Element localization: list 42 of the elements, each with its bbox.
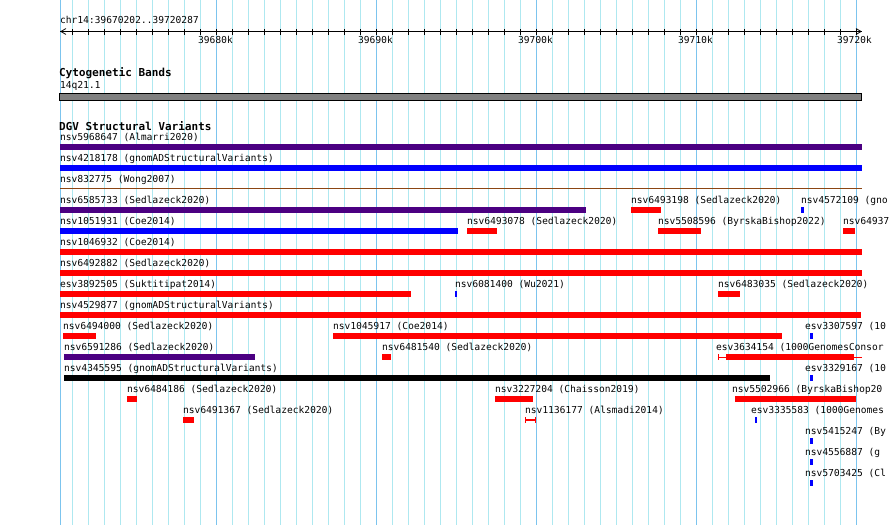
variant-label: esv3335583 (1000Genomes xyxy=(751,405,884,417)
variant-label: nsv6492882 (Sedlazeck2020) xyxy=(60,258,210,270)
variant-label: nsv5508596 (ByrskaBishop2022) xyxy=(658,216,826,228)
variant-label: nsv6484186 (Sedlazeck2020) xyxy=(127,384,278,396)
band-label: 14q21.1 xyxy=(60,80,100,92)
variant-label: nsv64937 xyxy=(843,216,890,228)
tick-label: 39700k xyxy=(518,35,553,47)
variant-label: esv3329167 (10 xyxy=(805,363,886,375)
variant-label: esv3307597 (10 xyxy=(805,321,886,333)
variant-label: nsv5502966 (ByrskaBishop20 xyxy=(732,384,882,396)
variant-label: nsv6481540 (Sedlazeck2020) xyxy=(382,342,532,354)
tick-label: 39710k xyxy=(678,35,713,47)
variant-label: nsv1045917 (Coe2014) xyxy=(333,321,449,333)
variant-label: esv3892505 (Suktitipat2014) xyxy=(60,279,216,291)
variant-label: esv3634154 (1000GenomesConsor xyxy=(716,342,884,354)
variant-label: nsv6493198 (Sedlazeck2020) xyxy=(631,195,782,207)
variant-label: nsv6493078 (Sedlazeck2020) xyxy=(467,216,618,228)
variant-label: nsv6494000 (Sedlazeck2020) xyxy=(63,321,214,333)
tick-label: 39680k xyxy=(198,35,233,47)
coordinate-label: chr14:39670202..39720287 xyxy=(60,15,199,27)
variant-label: nsv5415247 (By xyxy=(805,426,886,438)
variant-label: nsv6491367 (Sedlazeck2020) xyxy=(183,405,334,417)
variant-label: nsv4529877 (gnomADStructuralVariants) xyxy=(60,300,274,312)
variant-label: nsv6585733 (Sedlazeck2020) xyxy=(60,195,210,207)
variant-label: nsv4572109 (gno xyxy=(801,195,888,207)
variant-label: nsv5703425 (Cl xyxy=(805,468,886,480)
variant-label: nsv832775 (Wong2007) xyxy=(60,174,176,186)
variant-label: nsv1051931 (Coe2014) xyxy=(60,216,176,228)
track-title: Cytogenetic Bands xyxy=(59,67,172,79)
variant-label: nsv6483035 (Sedlazeck2020) xyxy=(718,279,868,291)
track-title: DGV Structural Variants xyxy=(59,121,212,133)
tick-label: 39690k xyxy=(358,35,393,47)
variant-label: nsv4556887 (g xyxy=(805,447,880,459)
variant-label: nsv5968647 (Almarri2020) xyxy=(60,132,199,144)
variant-label: nsv4218178 (gnomADStructuralVariants) xyxy=(60,153,274,165)
variant-label: nsv6591286 (Sedlazeck2020) xyxy=(64,342,214,354)
variant-label: nsv1046932 (Coe2014) xyxy=(60,237,176,249)
variant-label: nsv3227204 (Chaisson2019) xyxy=(495,384,640,396)
tick-label: 39720k xyxy=(837,35,872,47)
variant-label: nsv4345595 (gnomADStructuralVariants) xyxy=(64,363,278,375)
variant-label: nsv1136177 (Alsmadi2014) xyxy=(525,405,664,417)
variant-label: nsv6081400 (Wu2021) xyxy=(455,279,565,291)
